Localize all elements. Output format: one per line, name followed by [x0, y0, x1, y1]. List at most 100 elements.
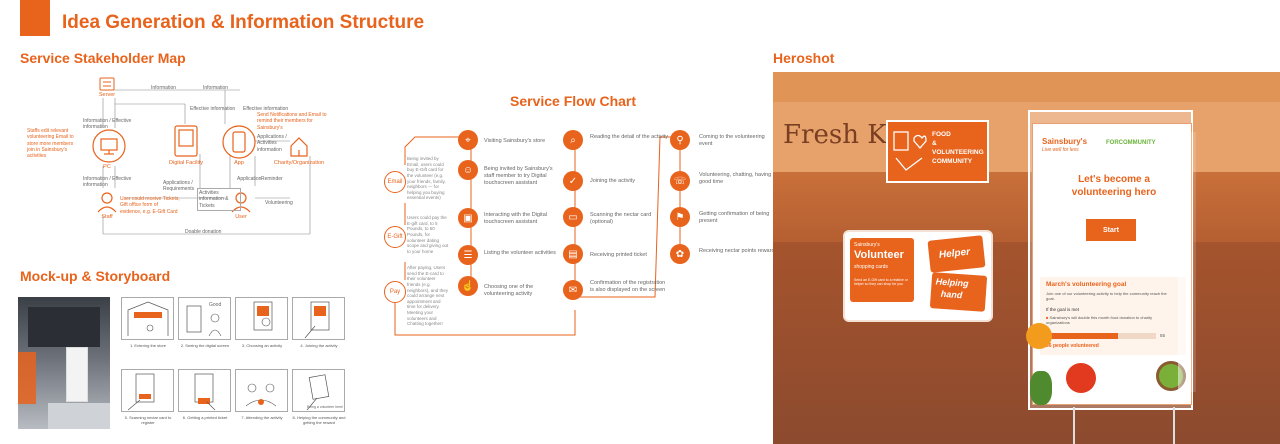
storyboard-frame-6 — [178, 369, 231, 412]
node-app-label: App — [234, 160, 244, 166]
helper-card-text: Helper — [938, 246, 971, 261]
channel-pay-node: Pay — [384, 281, 406, 303]
confirmation-icon: ✉ — [563, 280, 583, 300]
channel-email-desc: Being invited by Email, users could buy … — [407, 156, 446, 201]
flow-step: Receiving nectar points rewards — [699, 248, 778, 254]
section-title-stakeholder: Service Stakeholder Map — [20, 50, 186, 66]
flow-step: Getting confirmation of being present — [699, 211, 770, 225]
storyboard-frame-1 — [121, 297, 174, 340]
scene8-label: Being a volunteer here! — [307, 405, 344, 409]
header-accent-block — [20, 0, 50, 36]
staff-icon — [97, 192, 117, 213]
edge-label: Reminder — [261, 176, 283, 182]
edge-label: Effective information — [243, 106, 289, 112]
storyboard-frame-5 — [121, 369, 174, 412]
mockup-render — [18, 297, 110, 429]
hand-text: hand — [940, 288, 963, 301]
node-pc-label: PC — [103, 164, 111, 170]
staff-invite-icon: ☺ — [458, 160, 478, 180]
helping-text: Helping — [935, 276, 969, 289]
node-staff-label: Staff — [101, 214, 113, 220]
kiosk-screen[interactable]: Sainsbury's Live well for less FORCOMMUN… — [1026, 124, 1191, 405]
kiosk-side-panel — [1178, 132, 1196, 392]
storyboard-caption: 4. Joining the activity — [300, 343, 338, 348]
storyboard-frame-7 — [235, 369, 288, 412]
card-desc: Send an E-Gift card to a relative or hel… — [854, 278, 908, 287]
edge-label: Doable donation — [185, 229, 222, 235]
channel-email-node: Email — [384, 171, 406, 193]
storyboard-caption: 1. Entering the store — [129, 343, 167, 348]
flow-step: Joining the activity — [590, 178, 635, 184]
progress-track — [1046, 333, 1156, 339]
mockup-ceiling — [28, 307, 100, 347]
storyboard-frame-4 — [292, 297, 345, 340]
storyboard-caption: 7. Attending the activity — [241, 415, 283, 420]
charity-icon — [290, 137, 308, 157]
goal-panel: March's volunteering goal Join one of ou… — [1040, 277, 1186, 355]
mockup-shelf — [18, 352, 36, 404]
flow-step: Visiting Sainsbury's store — [484, 138, 546, 144]
server-icon — [99, 77, 115, 91]
card-title: Volunteer — [854, 249, 904, 261]
storyboard-caption: 2. Seeing the digital screen — [180, 343, 230, 348]
kiosk-partner: FORCOMMUNITY — [1106, 140, 1156, 146]
join-icon: ✓ — [563, 171, 583, 191]
kiosk-start-button[interactable]: Start — [1086, 219, 1136, 241]
store-icon: ⌖ — [458, 130, 478, 150]
hanging-banner: FOOD & VOLUNTEERING COMMUNITY — [886, 120, 989, 183]
banner-line-1: FOOD — [932, 131, 951, 138]
digital-facility-icon — [174, 125, 198, 157]
flow-step: Coming to the volunteering event — [699, 134, 765, 148]
stakeholder-connections — [92, 77, 311, 235]
orange-icon — [1026, 323, 1052, 349]
helper-card: Helper — [927, 235, 986, 273]
card-subtitle: shopping cards — [854, 264, 888, 270]
storyboard-frame-2: Good — [178, 297, 231, 340]
banner-line-2: & — [932, 140, 937, 148]
flow-step: Being invited by Sainsbury's staff membe… — [484, 166, 553, 187]
banner-line-3: VOLUNTEERING — [932, 149, 984, 157]
event-icon: ⚲ — [670, 130, 690, 150]
tomato-icon — [1066, 363, 1096, 393]
reward-icon: ✿ — [670, 244, 690, 264]
flow-step: Listing the volunteer activities — [484, 250, 556, 256]
handshake-heart-icon — [893, 131, 927, 171]
edge-label: Volunteering — [265, 200, 293, 206]
section-title-hero: Heroshot — [773, 50, 835, 66]
flow-step: Scanning the nectar card (optional) — [590, 212, 652, 226]
goal-bullet: ■ Sainsbury's will double this month foo… — [1046, 315, 1174, 325]
storyboard-caption: 5. Scanning nectar card to register — [124, 415, 172, 425]
pc-icon — [92, 129, 126, 163]
flow-step: Confirmation of the registration is also… — [590, 280, 666, 294]
volunteer-card: Sainsbury's Volunteer shopping cards Sen… — [850, 238, 914, 302]
edge-label: Information / Effective information — [83, 118, 132, 131]
volunteer-card-display: Sainsbury's Volunteer shopping cards Sen… — [843, 230, 993, 322]
kiosk-leg — [1073, 407, 1075, 444]
page-title: Idea Generation & Information Structure — [62, 12, 425, 33]
leaf-icon — [1030, 371, 1052, 405]
edge-label: Application — [237, 176, 262, 182]
storyboard-caption: 8. Helping the community and getting the… — [292, 415, 346, 425]
flow-step: Interacting with the Digital touchscreen… — [484, 212, 547, 226]
kiosk-brand: Sainsbury's — [1042, 137, 1088, 146]
node-user-label: User — [235, 214, 247, 220]
edge-label: Applications / Requirements — [163, 180, 195, 193]
node-digital-facility-label: Digital Facility — [169, 160, 203, 166]
channel-pay-desc: After paying, Users send the E-card to t… — [407, 265, 449, 327]
storyboard-frame-8: Being a volunteer here! — [292, 369, 345, 412]
card-brand: Sainsbury's — [854, 242, 880, 248]
kiosk-tagline: Live well for less — [1042, 147, 1079, 153]
storyboard-caption: 6. Getting a printed ticket — [182, 415, 228, 420]
progress-fill — [1046, 333, 1118, 339]
scene2-bubble: Good — [209, 302, 222, 308]
goal-bullet-text: Sainsbury's will double this month food … — [1046, 315, 1153, 326]
goal-title: March's volunteering goal — [1046, 281, 1127, 288]
mockup-kiosk — [66, 347, 88, 402]
storyboard-caption: 3. Choosing an activity — [241, 343, 283, 348]
progress-label: 36 people volunteered — [1046, 343, 1099, 349]
node-charity-label: Charity/Organization — [273, 160, 325, 166]
goal-desc: Join one of our volunteering activity to… — [1046, 291, 1167, 302]
flow-step: Receiving printed ticket — [590, 252, 647, 258]
storyboard-frame-3 — [235, 297, 288, 340]
store-sign: Fresh Ki — [783, 120, 895, 150]
